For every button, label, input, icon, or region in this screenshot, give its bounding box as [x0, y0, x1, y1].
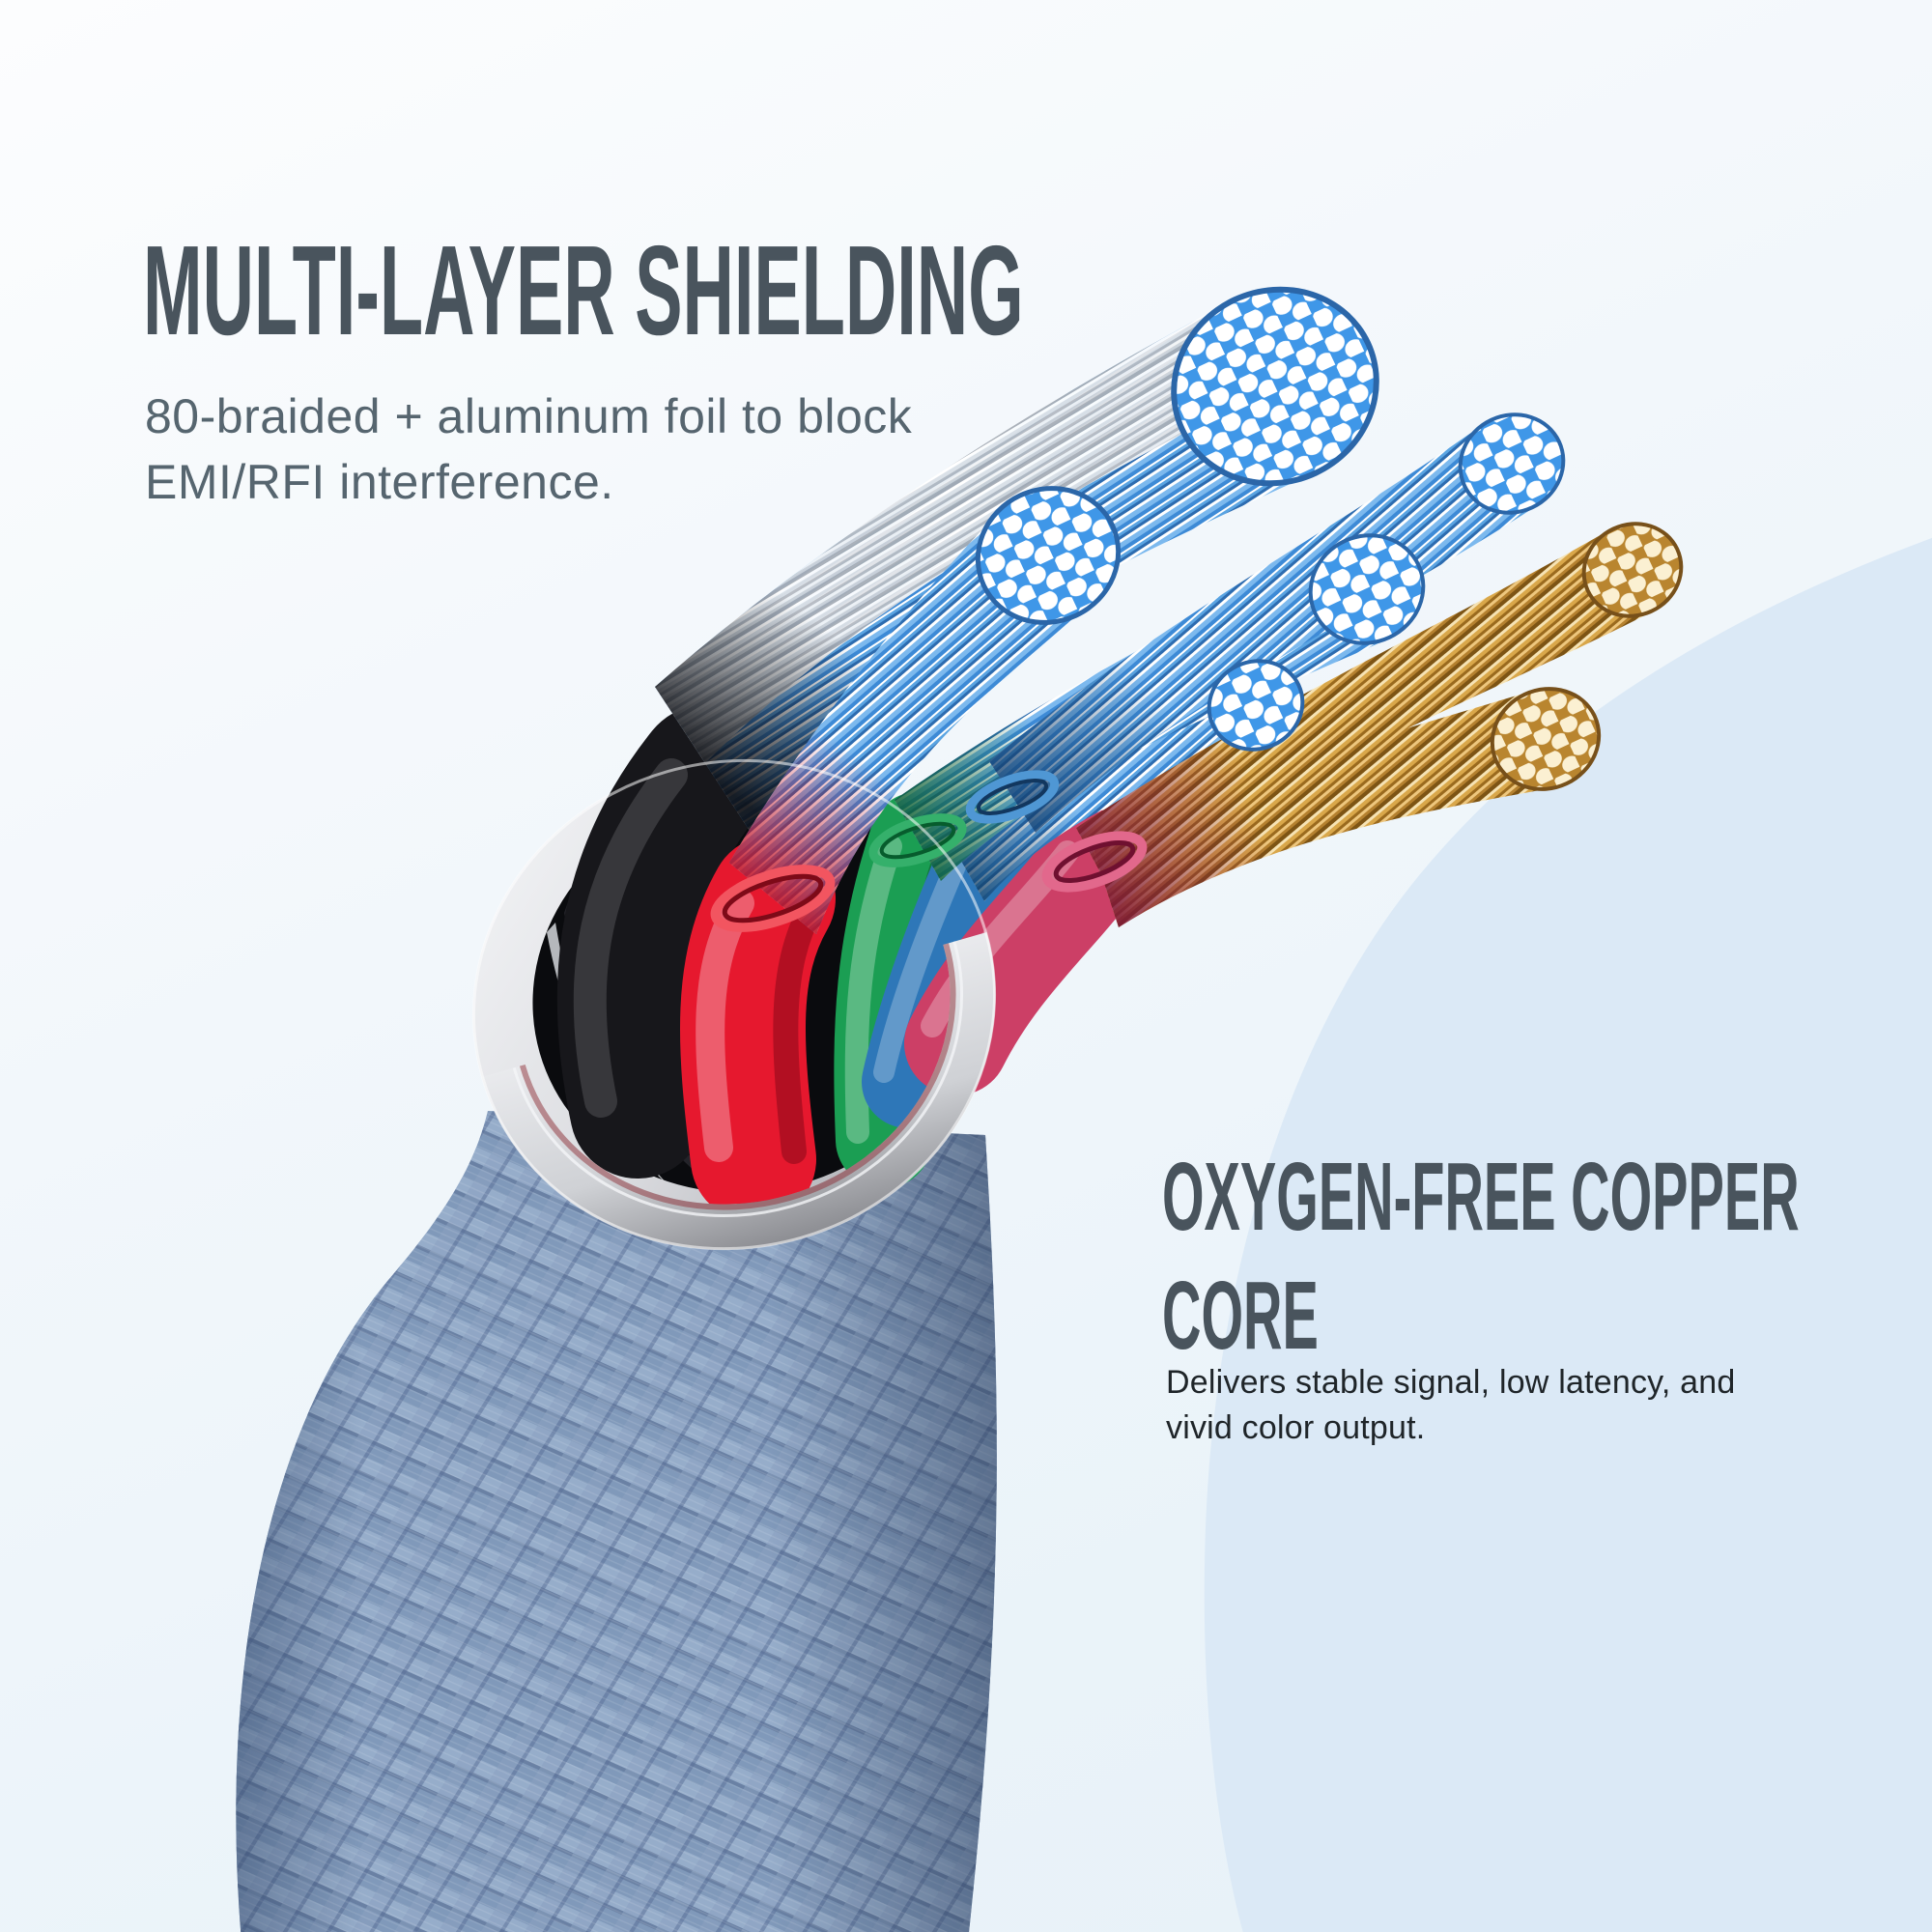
red-mouth-inner [722, 873, 824, 923]
face-4-dots [1312, 537, 1422, 641]
braided-cable [236, 1111, 997, 1932]
shielding-body: 80-braided + aluminum foil to block EMI/… [145, 384, 912, 515]
face-7-dots [1493, 691, 1598, 787]
strand-face-7-copper [1490, 687, 1602, 791]
strand-faces [975, 286, 1684, 791]
ring-band-red-reflection [519, 943, 956, 1210]
strand-face-2 [975, 486, 1122, 625]
copper-core-body-line2: vivid color output. [1166, 1409, 1426, 1446]
face-1-dots [1177, 292, 1374, 481]
strand-beam-2-base-fade [729, 514, 1099, 934]
wire-black-tube [556, 705, 773, 1179]
wire-red-shadow [773, 895, 824, 1164]
red-mouth-rim [710, 865, 836, 932]
strand-beam-7-base-fade [1094, 692, 1562, 927]
cable-shading [236, 1111, 997, 1932]
strand-face-5 [1207, 659, 1305, 752]
wire-green-highlight [844, 835, 902, 1144]
green-mouth-inner [879, 821, 956, 860]
ring-front-band [481, 932, 996, 1250]
face-2-dots [980, 491, 1117, 620]
tube-mouth-rims [710, 770, 1148, 932]
strand-beams [655, 306, 1655, 934]
face-3-dots [1462, 416, 1562, 511]
strand-face-1 [1171, 286, 1379, 487]
face-5-dots [1210, 663, 1301, 748]
green-mouth-rim [868, 813, 967, 867]
copper-core-body: Delivers stable signal, low latency, and… [1166, 1360, 1735, 1451]
blue-mouth-rim [965, 770, 1060, 824]
copper-core-title-line2: CORE [1162, 1262, 1319, 1370]
ring-sheen [471, 758, 997, 1251]
strand-beam-5-base-fade [948, 667, 1278, 901]
shielding-title: MULTI-LAYER SHIELDING [143, 219, 1024, 361]
crimson-mouth-inner [1053, 840, 1136, 883]
wire-black-highlight [573, 758, 688, 1118]
blue-mouth-inner [976, 779, 1049, 815]
crimson-mouth-rim [1041, 831, 1148, 893]
face-6-dots [1585, 526, 1680, 614]
ring-band-inner-line [512, 941, 964, 1218]
strand-beam-3-base-fade [989, 423, 1539, 833]
copper-core-title-line1: OXYGEN-FREE COPPER [1162, 1143, 1800, 1251]
strand-face-4 [1308, 533, 1426, 645]
strand-face-3 [1458, 412, 1566, 515]
shielding-body-line1: 80-braided + aluminum foil to block [145, 389, 913, 443]
wire-red-tube [680, 836, 836, 1222]
background-swoosh [1204, 537, 1932, 1932]
aluminum-foil-edge [547, 923, 667, 1183]
strand-face-6-copper [1581, 522, 1684, 618]
copper-core-title: OXYGEN-FREE COPPER CORE [1162, 1138, 1800, 1376]
copper-core-body-line1: Delivers stable signal, low latency, and [1166, 1364, 1736, 1401]
shielding-body-line2: EMI/RFI interference. [145, 455, 614, 509]
